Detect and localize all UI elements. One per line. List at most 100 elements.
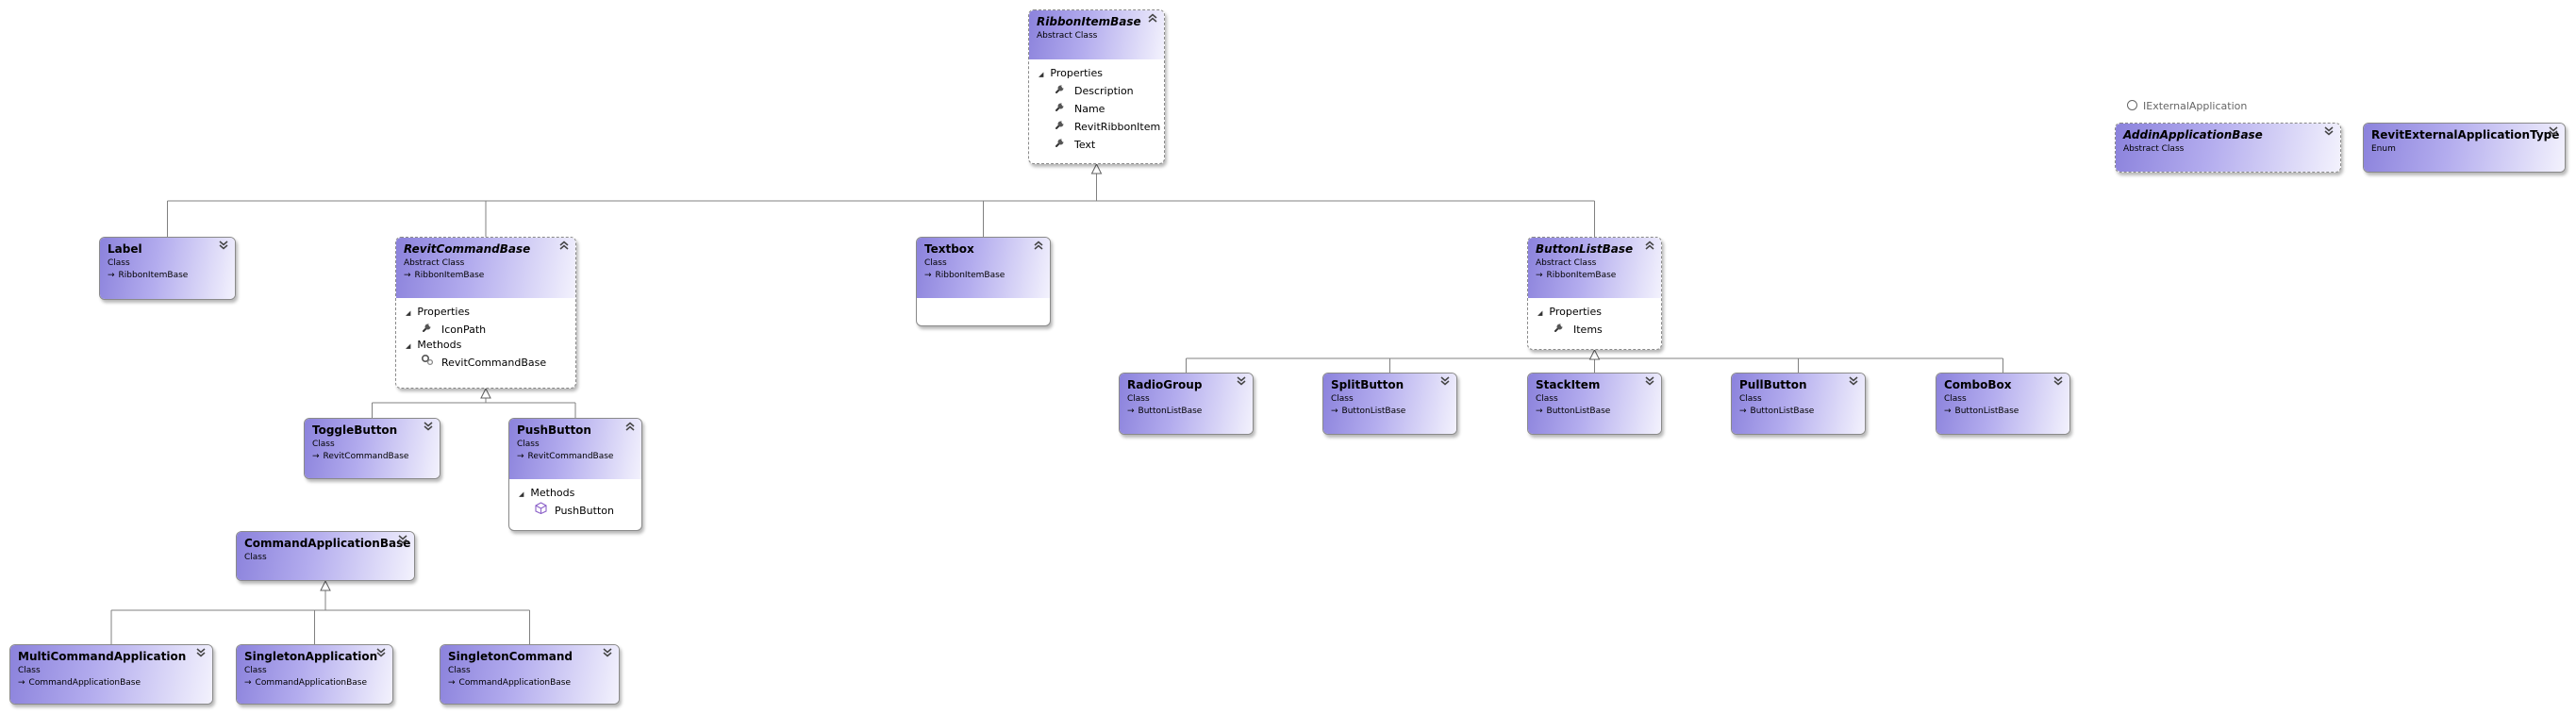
base-class-name: RevitCommandBase	[323, 452, 409, 461]
base-class-reference: →ButtonListBase	[1127, 407, 1245, 416]
section-properties[interactable]: ◢ Properties	[1039, 67, 1156, 79]
expand-chevron-icon[interactable]	[1645, 376, 1654, 389]
section-toggle-icon[interactable]: ◢	[406, 309, 411, 317]
section-properties[interactable]: ◢Properties	[406, 306, 568, 318]
section-title: Properties	[1050, 67, 1103, 79]
base-class-reference: →CommandApplicationBase	[448, 678, 611, 688]
expand-chevron-icon[interactable]	[2324, 126, 2334, 139]
section-properties[interactable]: ◢Properties	[1537, 306, 1654, 318]
member-row[interactable]: Text	[1054, 136, 1156, 152]
base-class-reference: →RibbonItemBase	[404, 271, 568, 280]
expand-chevron-icon[interactable]	[2053, 376, 2063, 389]
member-row[interactable]: Name	[1054, 100, 1156, 115]
class-name: Textbox	[924, 242, 974, 256]
class-stereotype: Class	[312, 440, 335, 449]
member-row[interactable]: PushButton	[534, 502, 634, 518]
expand-chevron-icon[interactable]	[196, 648, 206, 660]
generalization-arrowhead	[480, 387, 491, 399]
base-class-name: ButtonListBase	[1750, 407, 1815, 416]
base-class-name: CommandApplicationBase	[458, 678, 572, 688]
expand-chevron-icon[interactable]	[603, 648, 612, 660]
expand-chevron-icon[interactable]	[398, 535, 407, 547]
class-stereotype: Class	[18, 666, 41, 675]
member-row[interactable]: Description	[1054, 82, 1156, 97]
collapse-chevron-icon[interactable]	[625, 422, 635, 434]
expand-chevron-icon[interactable]	[219, 241, 228, 253]
member-row[interactable]: Items	[1553, 321, 1654, 336]
section-methods[interactable]: ◢Methods	[406, 339, 568, 351]
wrench-icon	[1054, 136, 1067, 152]
expand-chevron-icon[interactable]	[1237, 376, 1246, 389]
member-row[interactable]: RevitRibbonItem	[1054, 118, 1160, 133]
method-cube-icon	[534, 502, 547, 518]
collapse-chevron-icon[interactable]	[1034, 241, 1043, 253]
section-toggle-icon[interactable]: ◢	[519, 490, 524, 498]
expand-chevron-icon[interactable]	[376, 648, 386, 660]
section-toggle-icon[interactable]: ◢	[406, 342, 411, 350]
section-toggle-icon[interactable]: ◢	[1039, 71, 1044, 78]
section-toggle-icon[interactable]: ◢	[1537, 309, 1543, 317]
member-row[interactable]: IconPath	[421, 321, 568, 336]
class-stereotype: Class	[924, 258, 947, 268]
collapse-chevron-icon[interactable]	[559, 241, 569, 253]
expand-chevron-icon[interactable]	[1849, 376, 1858, 389]
member-name: Text	[1074, 139, 1096, 151]
section-methods[interactable]: ◢Methods	[519, 487, 634, 499]
class-name: SingletonCommand	[448, 650, 573, 663]
expand-chevron-icon[interactable]	[424, 422, 433, 434]
expand-chevron-icon[interactable]	[1440, 376, 1450, 389]
class-stereotype: Class	[1331, 394, 1354, 404]
class-stereotype: Abstract Class	[404, 258, 465, 268]
class-box-revit-command-base[interactable]: RevitCommandBase Abstract Class →RibbonIte…	[395, 237, 576, 389]
member-name: Name	[1074, 103, 1105, 115]
class-name: SplitButton	[1331, 378, 1404, 391]
class-stereotype: Abstract Class	[1536, 258, 1597, 268]
base-class-name: ButtonListBase	[1138, 407, 1203, 416]
base-class-name: ButtonListBase	[1954, 407, 2019, 416]
interface-lollipop[interactable]: IExternalApplication	[2127, 100, 2247, 112]
class-name: Label	[108, 242, 142, 256]
expand-chevron-icon[interactable]	[2549, 126, 2558, 139]
member-row[interactable]: RevitCommandBase	[421, 354, 568, 369]
collapse-chevron-icon[interactable]	[1148, 13, 1157, 25]
collapse-chevron-icon[interactable]	[1645, 241, 1654, 253]
